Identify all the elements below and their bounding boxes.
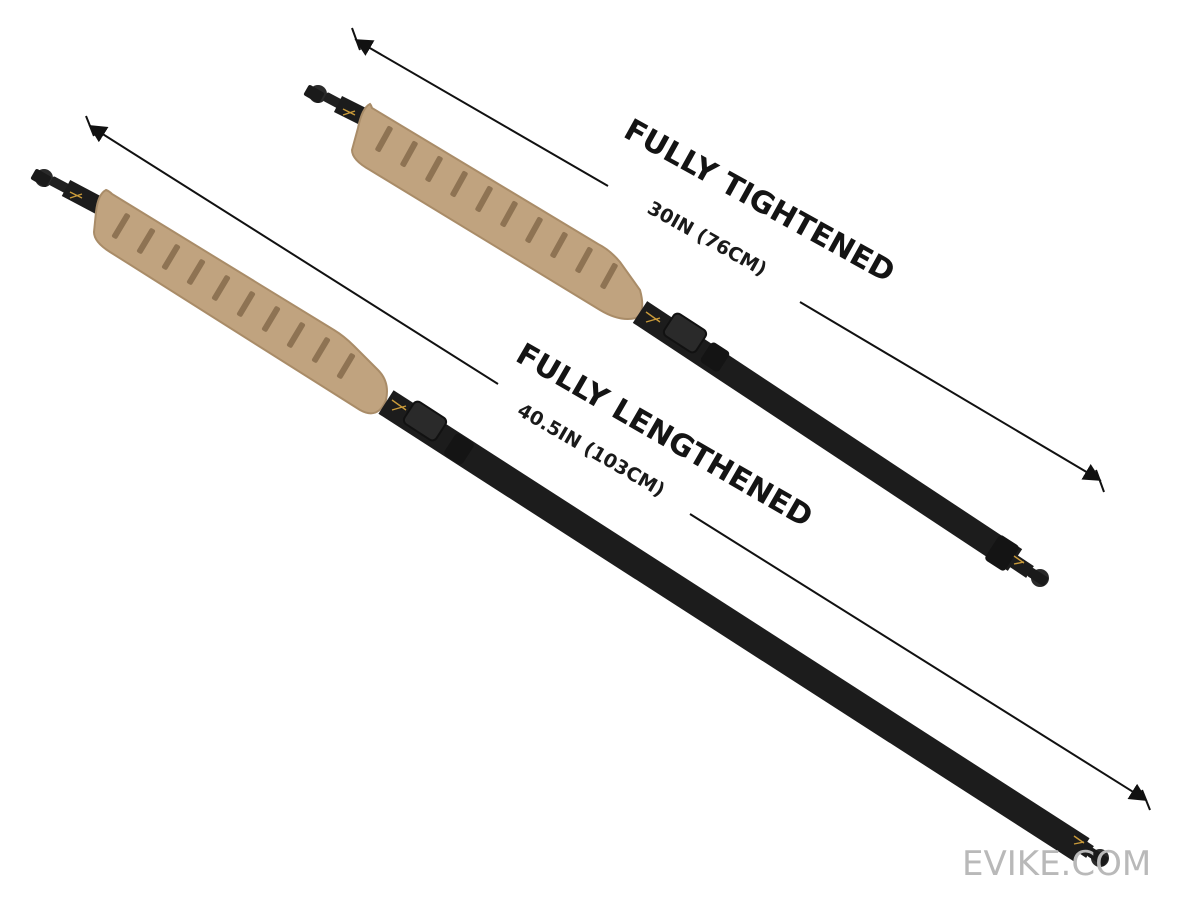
quick-detach-swivel-bottom: [1008, 554, 1049, 587]
sling-lengthened: [30, 169, 1109, 867]
quick-detach-swivel-top-2: [30, 169, 71, 194]
adjuster-buckle-2: [402, 400, 448, 442]
sling-pad: [350, 102, 644, 320]
pad-slots-2: [111, 213, 356, 379]
dimension-arrow-tightened: [351, 27, 1105, 493]
dimension-arrow-lengthened: [85, 115, 1151, 811]
watermark-evike: EVIKE.COM: [962, 844, 1151, 884]
sling-pad-2: [92, 188, 388, 415]
sling-tightened: [303, 85, 1049, 587]
adjuster-buckle: [662, 312, 708, 354]
pad-slots: [375, 126, 618, 289]
sling-webbing: [632, 301, 1023, 571]
quick-detach-swivel-bottom-2: [1068, 834, 1109, 867]
